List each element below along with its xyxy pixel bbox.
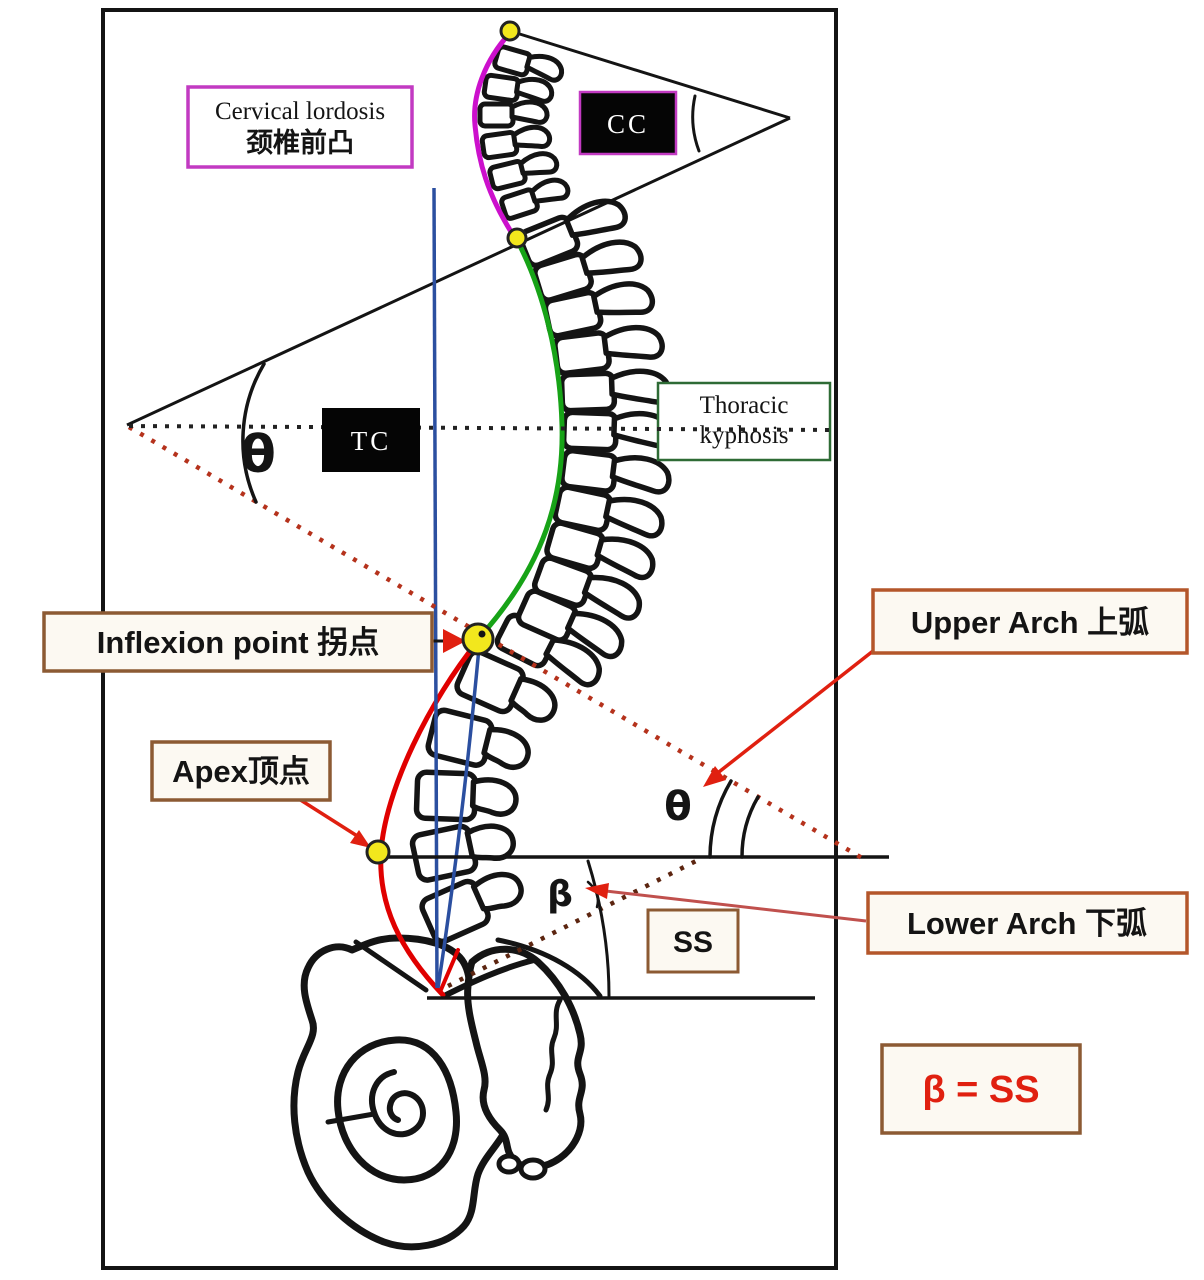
cc-angle-arc bbox=[691, 94, 701, 153]
acetabulum-outline bbox=[334, 1036, 460, 1184]
apex-dot bbox=[365, 839, 391, 865]
apex-pointer-line bbox=[298, 797, 363, 841]
lower-arch-arrowhead bbox=[585, 883, 609, 899]
cc-text: CC bbox=[607, 109, 649, 139]
vertebra-t5 bbox=[561, 370, 669, 411]
pelvis-notch-line bbox=[325, 1111, 377, 1125]
blue-plumb-line bbox=[432, 187, 439, 989]
thoracic-kyphosis-text-2: kyphosis bbox=[700, 422, 789, 449]
apex-text: Apex顶点 bbox=[172, 754, 310, 789]
apex-label: Apex顶点 bbox=[150, 740, 332, 802]
inflexion-point-text: Inflexion point 拐点 bbox=[97, 625, 379, 660]
c7-landmark-dot bbox=[506, 227, 528, 249]
lower-arch-text: Lower Arch 下弧 bbox=[907, 906, 1147, 941]
cervical-lordosis-text-en: Cervical lordosis bbox=[215, 98, 385, 125]
beta-equation-text: β = SS bbox=[922, 1069, 1039, 1111]
inflexion-arrowhead bbox=[443, 629, 466, 653]
cervical-lordosis-text-zh: 颈椎前凸 bbox=[246, 127, 354, 158]
tc-text: TC bbox=[351, 426, 392, 456]
cervical-lordosis-curve bbox=[472, 30, 518, 241]
cc-upper-line bbox=[509, 29, 791, 120]
c2-landmark-dot bbox=[499, 20, 521, 42]
vertebra-l2 bbox=[426, 708, 533, 777]
theta-lower-arc-1 bbox=[708, 779, 733, 859]
apex-arrowhead bbox=[350, 830, 371, 848]
upper-arch-arrowhead bbox=[703, 766, 726, 787]
tc-angle-arc bbox=[241, 362, 266, 504]
vertebra-t6 bbox=[563, 411, 671, 452]
ss-angle-arc bbox=[586, 859, 611, 998]
vertebra-c4 bbox=[480, 102, 547, 126]
ischium-lump-1 bbox=[496, 1153, 522, 1175]
upper-arch-text: Upper Arch 上弧 bbox=[911, 605, 1149, 640]
sacrum-left-edge bbox=[353, 939, 429, 993]
ss-text: SS bbox=[673, 926, 713, 959]
cervical-lordosis-label: Cervical lordosis 颈椎前凸 bbox=[186, 85, 414, 169]
thoracic-kyphosis-label: Thoracic kyphosis bbox=[656, 381, 832, 462]
theta-tc-symbol: θ bbox=[240, 425, 276, 485]
beta-equation-label: β = SS bbox=[880, 1043, 1082, 1135]
sacral-slope-dotted-line bbox=[446, 855, 704, 989]
lumbar-curve-end-tick bbox=[438, 948, 460, 994]
sacral-endplate-line bbox=[441, 957, 537, 999]
pelvis-drawing bbox=[290, 934, 603, 1251]
blue-chord-line bbox=[436, 647, 481, 989]
theta-lower-arc-2 bbox=[740, 795, 760, 859]
cc-lower-line bbox=[126, 116, 791, 427]
acetabulum-spiral bbox=[369, 1069, 426, 1138]
inflexion-point-dot bbox=[461, 622, 495, 656]
inflexion-point-label: Inflexion point 拐点 bbox=[42, 611, 434, 673]
upper-arch-label: Upper Arch 上弧 bbox=[871, 588, 1189, 655]
cc-label: CC bbox=[578, 90, 678, 156]
vertebral-column bbox=[411, 44, 671, 944]
sacrum-inner-wiggle bbox=[543, 997, 563, 1113]
thoracic-kyphosis-text-1: Thoracic bbox=[700, 392, 789, 419]
thoracic-kyphosis-curve bbox=[476, 237, 565, 641]
sacrum-top-curve bbox=[495, 937, 603, 999]
inflexion-point-center bbox=[478, 630, 486, 638]
upper-arch-pointer-line bbox=[708, 649, 875, 781]
ischium-lump-2 bbox=[518, 1157, 548, 1181]
beta-symbol: β bbox=[547, 874, 573, 915]
lower-arch-label: Lower Arch 下弧 bbox=[866, 891, 1189, 955]
ss-label: SS bbox=[646, 908, 740, 974]
tc-label: TC bbox=[322, 408, 420, 472]
theta-lower-symbol: θ bbox=[664, 784, 691, 830]
lower-arch-pointer-line bbox=[596, 888, 867, 923]
